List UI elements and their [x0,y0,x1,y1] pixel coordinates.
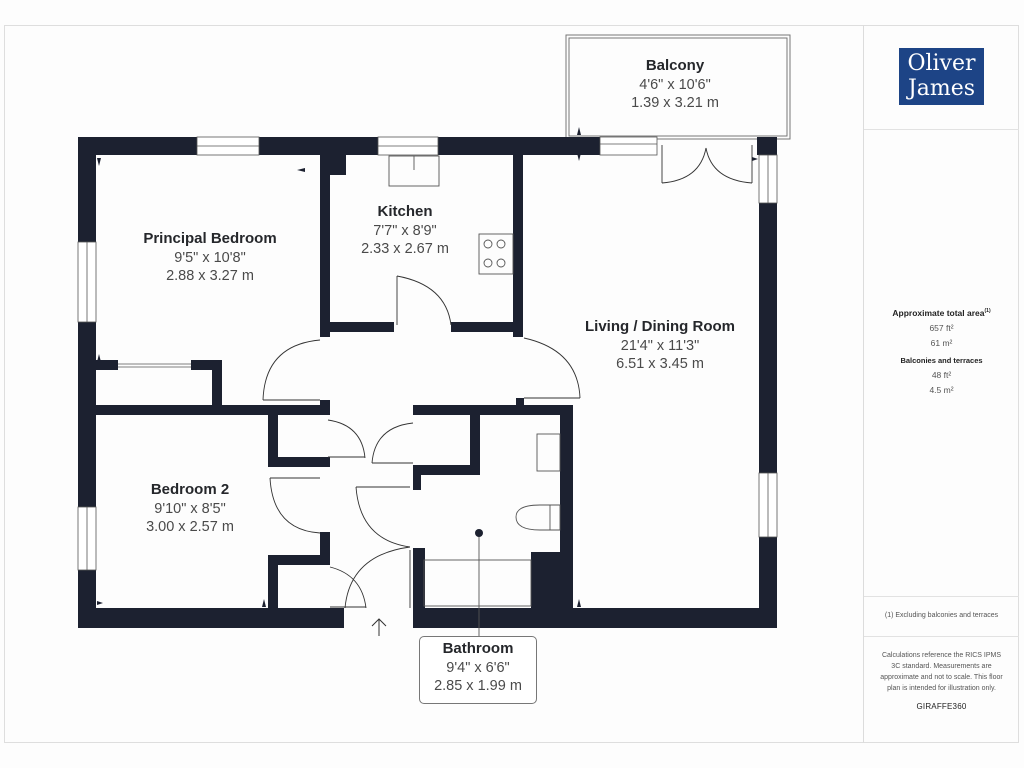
room-metric: 1.39 x 3.21 m [631,94,719,111]
room-name: Kitchen [377,203,433,220]
disclaimer-text: Calculations reference the RICS IPMS 3C … [880,652,1003,692]
up-arrow-icon [371,618,387,636]
room-name: Living / Dining Room [585,318,735,335]
giraffe360-brand: GIRAFFE360 [916,702,967,711]
room-label-bedroom-2: Bedroom 2 9'10" x 8'5" 3.00 x 2.57 m [110,481,270,536]
balcony-area-ft: 48 ft² [931,370,952,380]
area-summary: Approximate total area(1) 657 ft² 61 m² … [864,308,1019,395]
callout-dot [475,529,483,537]
room-imperial: 9'10" x 8'5" [154,500,226,517]
room-imperial: 7'7" x 8'9" [373,222,437,239]
room-metric: 2.33 x 2.67 m [361,240,449,257]
room-name: Principal Bedroom [143,230,277,247]
dimension-markers [97,127,758,607]
room-label-kitchen: Kitchen 7'7" x 8'9" 2.33 x 2.67 m [335,203,475,258]
footnote: (1) Excluding balconies and terraces [884,612,999,619]
room-metric: 2.85 x 1.99 m [434,677,522,694]
kitchen-fixtures [388,155,514,275]
disclaimer-block: Calculations reference the RICS IPMS 3C … [864,650,1019,711]
room-name: Bathroom [442,640,514,657]
room-label-balcony: Balcony 4'6" x 10'6" 1.39 x 3.21 m [590,57,760,112]
room-label-principal-bedroom: Principal Bedroom 9'5" x 10'8" 2.88 x 3.… [110,230,310,285]
sidebar-separator [864,596,1019,597]
logo-line1: Oliver [907,51,976,76]
balcony-outline [565,34,791,140]
room-imperial: 9'5" x 10'8" [174,249,246,266]
room-label-bathroom: Bathroom 9'4" x 6'6" 2.85 x 1.99 m [419,636,537,704]
room-name: Bedroom 2 [150,481,230,498]
logo-line2: James [907,76,976,101]
windows [77,136,778,571]
balcony-area-heading: Balconies and terraces [900,356,983,365]
doors [262,145,753,609]
room-imperial: 9'4" x 6'6" [446,659,510,676]
sidebar-separator [864,636,1019,637]
wardrobe-doors [118,363,191,368]
room-imperial: 21'4" x 11'3" [620,337,700,354]
agency-logo: Oliver James [899,48,984,105]
walls [78,137,777,628]
bathroom-fixtures [423,433,561,636]
total-area-m: 61 m² [930,338,953,348]
room-metric: 2.88 x 3.27 m [166,267,254,284]
room-label-living-dining: Living / Dining Room 21'4" x 11'3" 6.51 … [565,318,755,373]
sidebar-separator [864,129,1019,130]
total-area-heading: Approximate total area(1) [892,308,991,318]
room-imperial: 4'6" x 10'6" [639,76,711,93]
balcony-area-m: 4.5 m² [929,385,954,395]
total-area-ft: 657 ft² [929,323,954,333]
room-metric: 6.51 x 3.45 m [616,355,704,372]
room-metric: 3.00 x 2.57 m [146,518,234,535]
sidebar-divider [863,25,864,743]
room-name: Balcony [645,57,705,74]
floor-plan-drawing [77,34,791,636]
